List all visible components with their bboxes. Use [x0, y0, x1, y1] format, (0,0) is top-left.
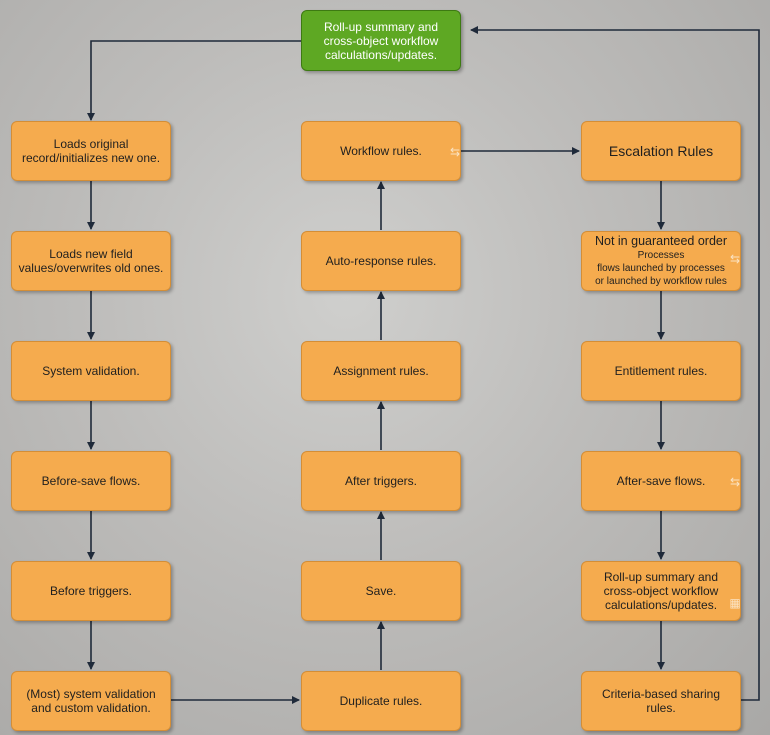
node-after-save-flows[interactable]: After-save flows. ⇆ — [581, 451, 741, 511]
node-before-save-flows-label: Before-save flows. — [41, 474, 141, 488]
node-auto-response-rules[interactable]: Auto-response rules. — [301, 231, 461, 291]
node-not-guaranteed-order[interactable]: Not in guaranteed order Processes flows … — [581, 231, 741, 291]
node-save-label: Save. — [365, 584, 397, 598]
grid-icon: ▦ — [729, 596, 741, 610]
node-assignment-rules-label: Assignment rules. — [333, 364, 429, 378]
not-guaranteed-title: Not in guaranteed order — [594, 234, 728, 248]
node-workflow-rules[interactable]: Workflow rules. ⇆ — [301, 121, 461, 181]
node-entitlement-rules-label: Entitlement rules. — [614, 364, 708, 378]
not-guaranteed-line2: flows launched by processes — [597, 263, 725, 274]
node-before-triggers[interactable]: Before triggers. — [11, 561, 171, 621]
node-criteria-sharing[interactable]: Criteria-based sharing rules. — [581, 671, 741, 731]
node-assignment-rules[interactable]: Assignment rules. — [301, 341, 461, 401]
node-rollup-summary[interactable]: Roll-up summary and cross-object workflo… — [581, 561, 741, 621]
node-save[interactable]: Save. — [301, 561, 461, 621]
node-most-validation[interactable]: (Most) system validation and custom vali… — [11, 671, 171, 731]
node-load-original[interactable]: Loads original record/initializes new on… — [11, 121, 171, 181]
node-duplicate-rules[interactable]: Duplicate rules. — [301, 671, 461, 731]
node-most-validation-label: (Most) system validation and custom vali… — [26, 687, 156, 715]
node-load-original-label: Loads original record/initializes new on… — [21, 137, 161, 165]
node-escalation-rules-label: Escalation Rules — [608, 143, 714, 159]
edge-start-to-load — [87, 40, 301, 121]
node-top-rollup[interactable]: Roll-up summary and cross-object workflo… — [301, 10, 461, 71]
node-rollup-summary-label: Roll-up summary and cross-object workflo… — [603, 570, 719, 612]
node-entitlement-rules[interactable]: Entitlement rules. — [581, 341, 741, 401]
node-load-new-values-label: Loads new field values/overwrites old on… — [18, 247, 164, 275]
node-after-save-flows-label: After-save flows. — [616, 474, 706, 488]
node-after-triggers-label: After triggers. — [344, 474, 418, 488]
node-system-validation-label: System validation. — [42, 364, 140, 378]
flow-connector-icon: ⇆ — [449, 145, 461, 159]
node-workflow-rules-label: Workflow rules. — [340, 144, 422, 158]
node-after-triggers[interactable]: After triggers. — [301, 451, 461, 511]
node-load-new-values[interactable]: Loads new field values/overwrites old on… — [11, 231, 171, 291]
node-auto-response-rules-label: Auto-response rules. — [325, 254, 437, 268]
node-criteria-sharing-label: Criteria-based sharing rules. — [601, 687, 721, 715]
node-escalation-rules[interactable]: Escalation Rules — [581, 121, 741, 181]
node-top-rollup-label: Roll-up summary and cross-object workflo… — [323, 19, 439, 62]
flow-connector-icon: ⇆ — [729, 475, 741, 489]
node-duplicate-rules-label: Duplicate rules. — [339, 694, 423, 708]
node-before-save-flows[interactable]: Before-save flows. — [11, 451, 171, 511]
node-before-triggers-label: Before triggers. — [49, 584, 133, 598]
flow-connector-icon: ⇆ — [729, 252, 741, 266]
node-system-validation[interactable]: System validation. — [11, 341, 171, 401]
not-guaranteed-line3: or launched by workflow rules — [595, 276, 727, 287]
edge-sharing-to-start — [470, 26, 760, 701]
not-guaranteed-line1: Processes — [637, 250, 685, 261]
